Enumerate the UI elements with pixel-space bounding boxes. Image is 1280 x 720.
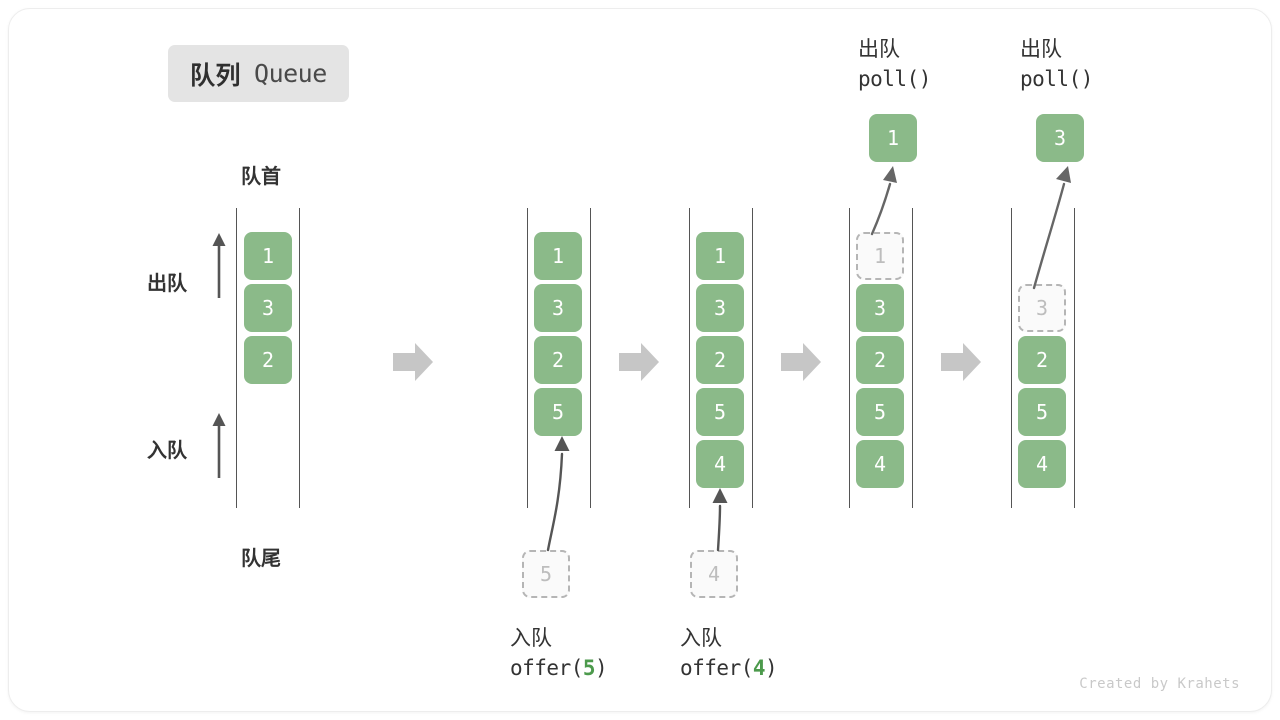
offer-fn-prefix: offer( [510,656,583,680]
queue-tail-label: 队尾 [241,548,281,570]
rail-left [1011,208,1012,508]
queue-item: 3 [534,284,582,332]
poll-ghost-item: 3 [1018,284,1066,332]
rail-left [236,208,237,508]
offer-ghost-item: 4 [690,550,738,598]
dequeue-up-arrow-icon [210,232,228,303]
queue-item: 4 [1018,440,1066,488]
queue-item: 5 [856,388,904,436]
offer-4-caption-cn: 入队 [680,627,722,650]
queue-item: 1 [696,232,744,280]
queue-rails-5 [1011,208,1075,508]
queue-rails-2 [527,208,591,508]
rail-right [590,208,591,508]
queue-item: 4 [696,440,744,488]
queue-item: 5 [534,388,582,436]
queue-item: 1 [534,232,582,280]
diagram-title-badge: 队列 Queue [168,45,349,102]
rail-right [912,208,913,508]
queue-item: 5 [1018,388,1066,436]
poll-1-caption-cn: 出队 [858,38,900,61]
queue-item: 2 [856,336,904,384]
offer-5-caption-fn: offer(5) [510,656,608,680]
footer-credit: Created by Krahets [1079,676,1240,692]
dequeue-direction-label: 出队 [147,273,187,295]
flow-arrow-icon [781,341,821,383]
poll-ghost-item: 1 [856,232,904,280]
rail-right [752,208,753,508]
queue-head-label: 队首 [241,166,281,188]
offer-5-caption-cn: 入队 [510,627,552,650]
queue-item: 3 [856,284,904,332]
offer-4-caption-fn: offer(4) [680,656,778,680]
rail-left [849,208,850,508]
queue-item: 1 [244,232,292,280]
queue-item: 2 [244,336,292,384]
enqueue-up-arrow-icon [210,412,228,483]
rail-left [527,208,528,508]
queue-rails-3 [689,208,753,508]
enqueue-direction-label: 入队 [147,440,187,462]
poll-curve-arrow-icon [866,164,906,241]
poll-curve-arrow-icon [1026,164,1078,295]
queue-item: 3 [696,284,744,332]
poll-3-caption-cn: 出队 [1020,38,1062,61]
offer-fn-arg: 4 [752,656,766,680]
offer-ghost-item: 5 [522,550,570,598]
rail-left [689,208,690,508]
offer-fn-arg: 5 [582,656,596,680]
flow-arrow-icon [619,341,659,383]
queue-item: 2 [534,336,582,384]
queue-item: 2 [1018,336,1066,384]
offer-fn-prefix: offer( [680,656,753,680]
queue-item: 4 [856,440,904,488]
rail-right [1074,208,1075,508]
poll-popped-item: 1 [869,114,917,162]
flow-arrow-icon [941,341,981,383]
title-english: Queue [254,59,327,88]
offer-fn-suffix: ) [765,656,778,680]
poll-1-caption-fn: poll() [858,67,931,91]
flow-arrow-icon [393,341,433,383]
queue-item: 3 [244,284,292,332]
offer-curve-arrow-icon [704,484,740,557]
queue-item: 2 [696,336,744,384]
offer-fn-suffix: ) [595,656,608,680]
queue-rails-1 [236,208,300,508]
queue-rails-4 [849,208,913,508]
rail-right [299,208,300,508]
title-chinese: 队列 [190,61,242,90]
offer-curve-arrow-icon [536,432,582,557]
poll-3-caption-fn: poll() [1020,67,1093,91]
queue-item: 5 [696,388,744,436]
poll-popped-item: 3 [1036,114,1084,162]
